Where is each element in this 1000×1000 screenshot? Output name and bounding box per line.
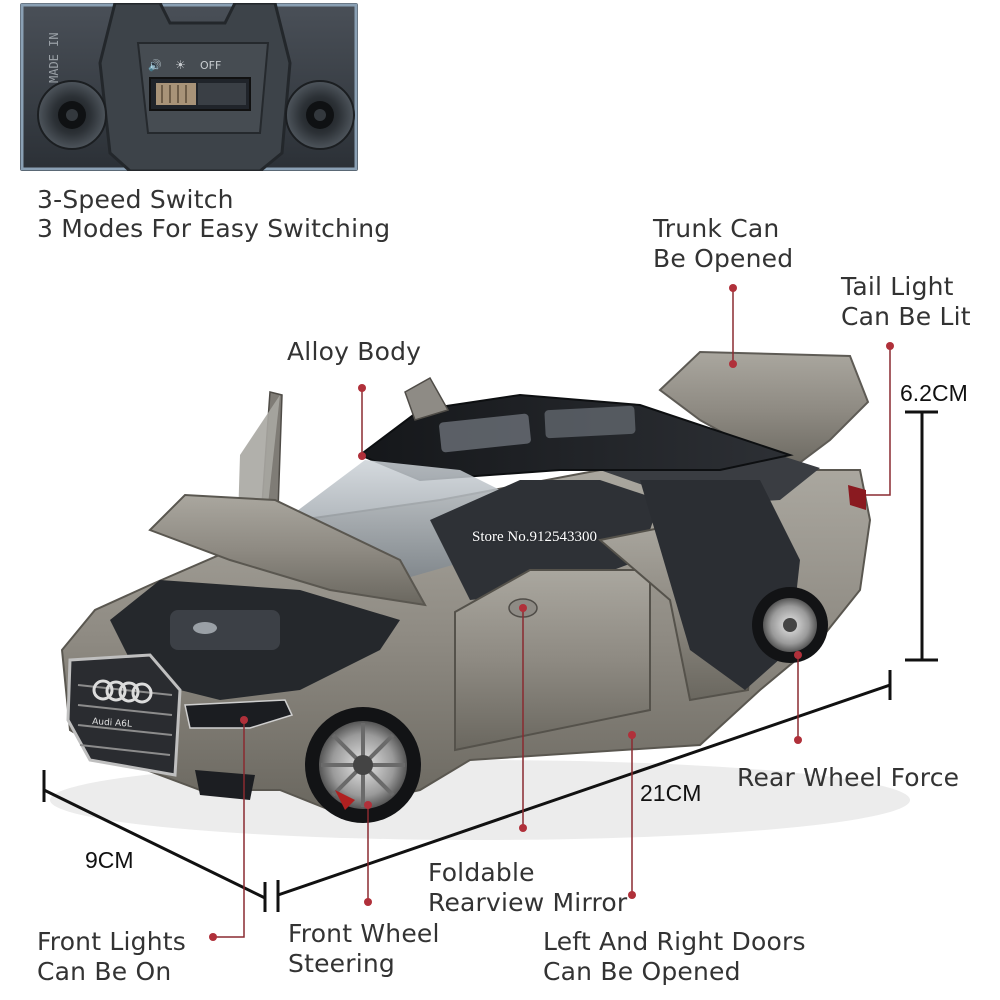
mirror-callout-line1: Foldable bbox=[428, 858, 535, 887]
svg-text:🔊: 🔊 bbox=[148, 58, 162, 72]
svg-text:☀: ☀ bbox=[175, 58, 186, 72]
trunk-callout-line1: Trunk Can bbox=[653, 214, 780, 243]
made-in-stamp: MADE IN bbox=[47, 32, 61, 83]
tail-light-callout-line1: Tail Light bbox=[841, 272, 954, 301]
switch-caption-line2: 3 Modes For Easy Switching bbox=[37, 214, 391, 243]
length-dimension-label: 21CM bbox=[640, 780, 702, 806]
switch-off-label: OFF bbox=[200, 59, 221, 72]
tail-light-callout-line2: Can Be Lit bbox=[841, 302, 971, 331]
store-watermark: Store No.912543300 bbox=[472, 529, 597, 545]
height-dimension-label: 6.2CM bbox=[900, 380, 968, 406]
trunk-callout-line2: Be Opened bbox=[653, 244, 794, 273]
front-wheel-callout-line2: Steering bbox=[288, 949, 395, 978]
rear-wheel-callout: Rear Wheel Force bbox=[737, 763, 960, 792]
doors-callout-line1: Left And Right Doors bbox=[543, 927, 806, 956]
width-dimension-label: 9CM bbox=[85, 847, 134, 873]
mirror-callout-line2: Rearview Mirror bbox=[428, 888, 628, 917]
front-wheel-callout-line1: Front Wheel bbox=[288, 919, 440, 948]
car-badge-text: Audi A6L bbox=[92, 717, 132, 730]
switch-caption-line1: 3-Speed Switch bbox=[37, 185, 234, 214]
front-lights-callout-line1: Front Lights bbox=[37, 927, 186, 956]
doors-callout-line2: Can Be Opened bbox=[543, 957, 741, 986]
alloy-body-callout: Alloy Body bbox=[287, 337, 422, 366]
switch-inset-photo: 🔊 ☀ OFF MADE IN bbox=[20, 3, 358, 171]
front-lights-callout-line2: Can Be On bbox=[37, 957, 172, 986]
